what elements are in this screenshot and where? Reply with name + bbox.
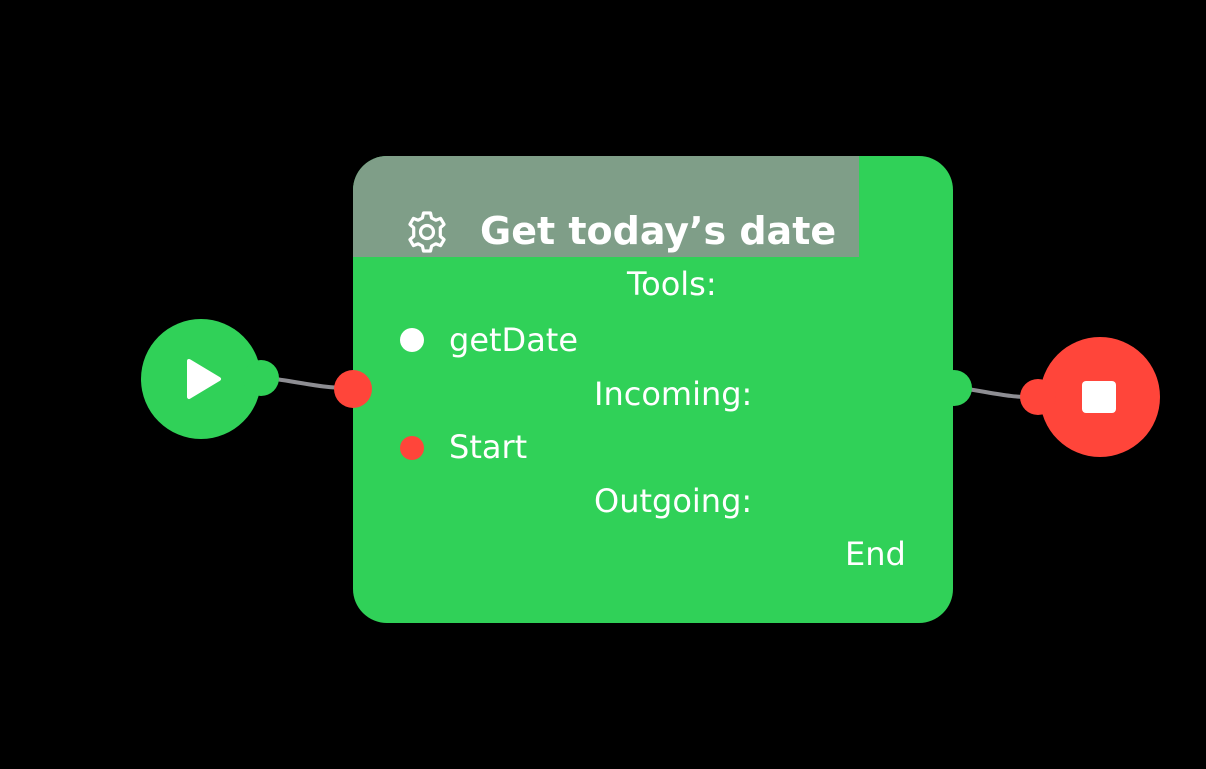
end-input-port[interactable]	[1020, 379, 1056, 415]
outgoing-item-end[interactable]: End	[845, 535, 906, 573]
node-card[interactable]: Get today’s date Tools: getDate Incoming…	[353, 156, 953, 623]
incoming-item-start[interactable]: Start	[449, 428, 528, 466]
gear-icon	[408, 211, 446, 253]
stop-icon	[1082, 381, 1116, 413]
start-node[interactable]	[141, 319, 261, 439]
node-header[interactable]	[353, 156, 859, 257]
node-title: Get today’s date	[480, 209, 837, 253]
incoming-bullet	[400, 436, 424, 460]
end-node[interactable]	[1040, 337, 1160, 457]
start-output-port[interactable]	[243, 360, 279, 396]
tool-item-getdate[interactable]: getDate	[449, 321, 579, 359]
node-input-port[interactable]	[334, 370, 372, 408]
outgoing-label: Outgoing:	[594, 482, 753, 520]
tool-bullet	[400, 328, 424, 352]
node-output-port[interactable]	[936, 370, 972, 406]
incoming-label: Incoming:	[594, 375, 753, 413]
tools-label: Tools:	[627, 265, 717, 303]
play-icon	[187, 359, 221, 399]
